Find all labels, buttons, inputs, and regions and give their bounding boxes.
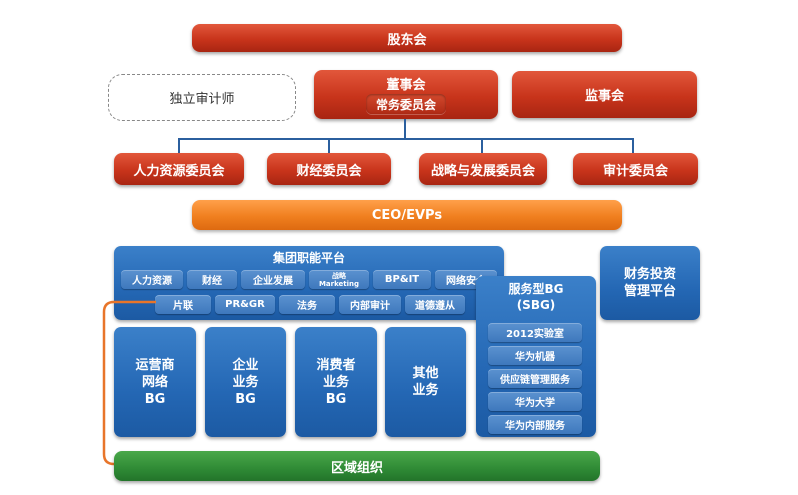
- platform-chip-ethics-compliance: 道德遵从: [405, 295, 465, 314]
- sbg-item-supply-chain-label: 供应链管理服务: [500, 375, 570, 386]
- platform-chip-strategy-marketing: 战略 Marketing: [309, 270, 369, 289]
- bg-enterprise: 企业 业务 BG: [205, 327, 286, 437]
- platform-chip-hr-label: 人力资源: [132, 276, 172, 287]
- platform-chip-legal-label: 法务: [297, 301, 317, 312]
- board-label: 董事会: [386, 77, 426, 93]
- supervisory-board-box: 监事会: [512, 71, 697, 118]
- sbg-item-2012-lab: 2012实验室: [488, 323, 582, 342]
- service-bg-title: 服务型BG (SBG): [508, 282, 564, 312]
- committee-audit-label: 审计委员会: [602, 163, 668, 179]
- shareholders-box: 股东会: [192, 24, 622, 52]
- sbg-item-internal-services: 华为内部服务: [488, 415, 582, 434]
- bg-carrier-network-label: 运营商 网络 BG: [135, 357, 175, 407]
- committee-finance: 财经委员会: [267, 153, 391, 185]
- sbg-item-huawei-machine: 华为机器: [488, 346, 582, 365]
- investment-platform-box: 财务投资 管理平台: [600, 246, 700, 320]
- board-connector-vertical: [404, 119, 406, 139]
- platform-chip-corpdev: 企业发展: [241, 270, 305, 289]
- platform-chip-internal-audit-label: 内部审计: [350, 301, 390, 312]
- committee-finance-label: 财经委员会: [296, 163, 362, 179]
- independent-auditor-box: 独立审计师: [108, 74, 296, 121]
- bg-enterprise-label: 企业 业务 BG: [232, 357, 259, 407]
- supervisory-board-label: 监事会: [584, 89, 624, 104]
- bg-other: 其他 业务: [385, 327, 466, 437]
- platform-chip-bpit-label: BP&IT: [384, 274, 420, 285]
- sbg-item-internal-services-label: 华为内部服务: [505, 421, 565, 432]
- committee-hr: 人力资源委员会: [114, 153, 244, 185]
- investment-platform-label: 财务投资 管理平台: [623, 267, 676, 299]
- platform-chip-regions-label: 片联: [173, 301, 193, 312]
- regional-organization-label: 区域组织: [330, 460, 383, 476]
- platform-chip-hr: 人力资源: [121, 270, 183, 289]
- committee-connector-4: [632, 138, 634, 154]
- regional-organization-box: 区域组织: [114, 451, 600, 481]
- committee-strategy-label: 战略与发展委员会: [430, 163, 535, 179]
- sbg-item-supply-chain: 供应链管理服务: [488, 369, 582, 388]
- committee-hr-label: 人力资源委员会: [133, 163, 225, 179]
- platform-chip-corpdev-label: 企业发展: [253, 276, 293, 287]
- committee-connector-horizontal: [178, 138, 634, 140]
- board-box: 董事会 常务委员会: [314, 70, 498, 119]
- platform-chip-internal-audit: 内部审计: [339, 295, 401, 314]
- committee-connector-2: [328, 138, 330, 154]
- ceo-evps-label: CEO/EVPs: [371, 207, 443, 223]
- sbg-item-2012-lab-label: 2012实验室: [506, 329, 564, 340]
- platform-chip-ethics-compliance-label: 道德遵从: [415, 301, 455, 312]
- regional-connector-line: [102, 300, 156, 466]
- sbg-item-huawei-machine-label: 华为机器: [515, 352, 555, 363]
- platform-chip-finance: 财经: [187, 270, 237, 289]
- committee-connector-3: [481, 138, 483, 154]
- platform-chip-bpit: BP&IT: [373, 270, 431, 289]
- standing-committee-label: 常务委员会: [375, 97, 436, 112]
- platform-chip-prgr: PR&GR: [215, 295, 275, 314]
- shareholders-label: 股东会: [387, 32, 427, 48]
- bg-carrier-network: 运营商 网络 BG: [114, 327, 196, 437]
- bg-other-label: 其他 业务: [412, 366, 439, 398]
- platform-chip-finance-label: 财经: [202, 276, 222, 287]
- committee-connector-1: [178, 138, 180, 154]
- independent-auditor-label: 独立审计师: [169, 92, 235, 107]
- platform-chip-strategy-marketing-label: 战略 Marketing: [318, 271, 360, 288]
- bg-consumer-label: 消费者 业务 BG: [316, 357, 356, 407]
- bg-consumer: 消费者 业务 BG: [295, 327, 377, 437]
- sbg-item-huawei-university-label: 华为大学: [515, 398, 555, 409]
- ceo-evps-box: CEO/EVPs: [192, 200, 622, 230]
- committee-audit: 审计委员会: [573, 153, 698, 185]
- committee-strategy: 战略与发展委员会: [419, 153, 547, 185]
- group-platform-title: 集团职能平台: [272, 250, 345, 265]
- platform-chip-prgr-label: PR&GR: [225, 299, 265, 310]
- standing-committee-box: 常务委员会: [366, 94, 446, 114]
- platform-chip-legal: 法务: [279, 295, 335, 314]
- platform-chip-regions: 片联: [155, 295, 211, 314]
- sbg-item-huawei-university: 华为大学: [488, 392, 582, 411]
- platform-chip-cybersecurity-label: 网络安全: [446, 276, 486, 287]
